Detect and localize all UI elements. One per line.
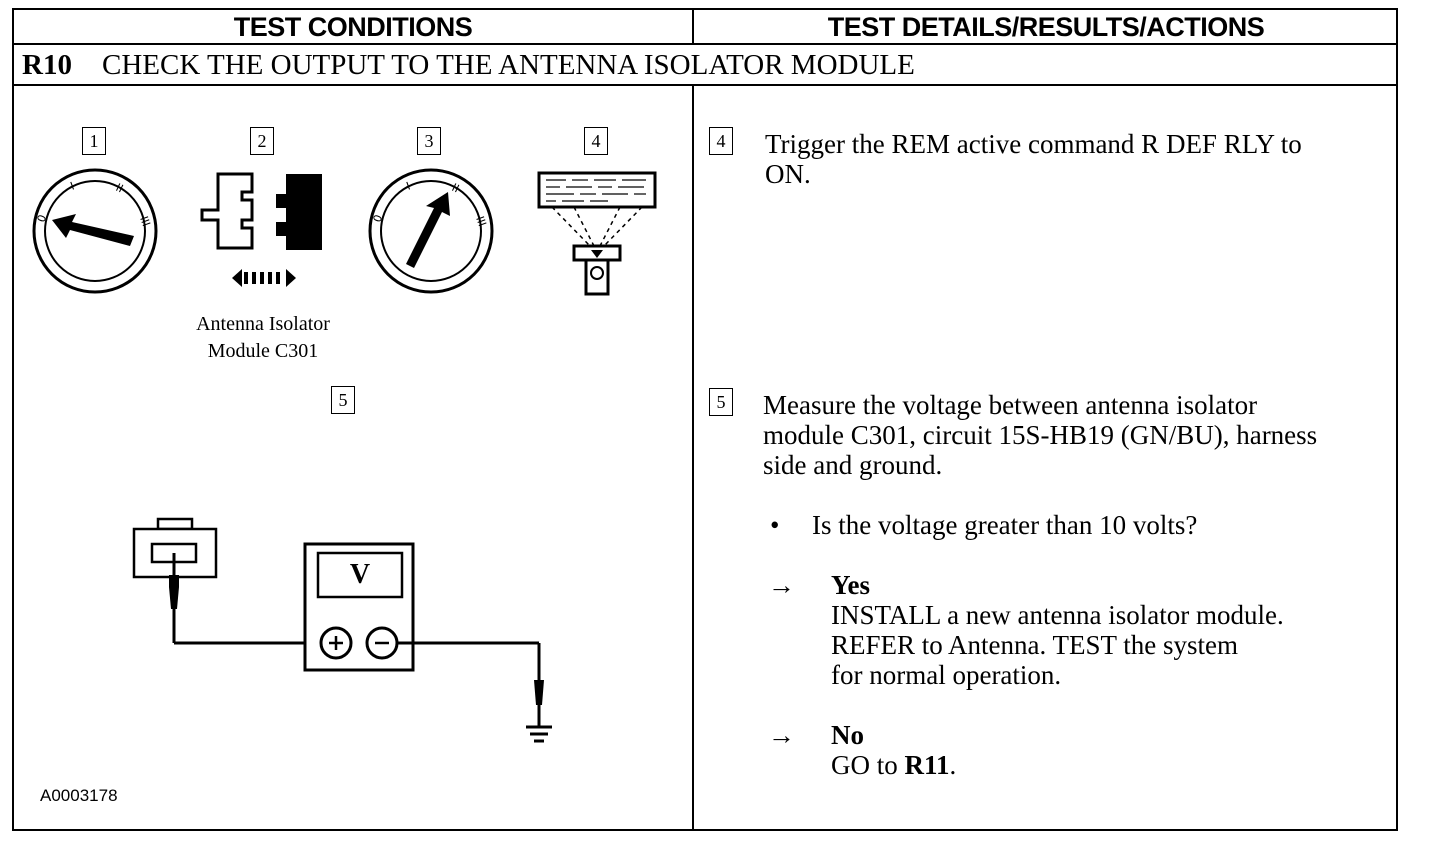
voltmeter-schematic (132, 517, 552, 743)
voltmeter-display-label: V (349, 559, 371, 590)
antenna-isolator-connector-icon (200, 172, 322, 287)
svg-text:II: II (450, 181, 461, 196)
svg-text:II: II (114, 181, 125, 196)
header-divider (692, 8, 694, 44)
caption-line-1: Antenna Isolator (196, 313, 330, 335)
bullet-icon: • (770, 510, 780, 540)
figure-step-5: 5 (331, 386, 355, 414)
header-rule (12, 43, 1398, 45)
scan-tool-icon (537, 171, 657, 296)
svg-text:III: III (473, 215, 489, 229)
header-test-conditions: TEST CONDITIONS (233, 12, 473, 42)
no-action-target-link[interactable]: R11 (904, 750, 950, 780)
figure-id: A0003178 (40, 786, 118, 805)
step-title: CHECK THE OUTPUT TO THE ANTENNA ISOLATOR… (102, 49, 915, 81)
question-text: Is the voltage greater than 10 volts? (812, 510, 1198, 540)
header-test-details: TEST DETAILS/RESULTS/ACTIONS (827, 12, 1265, 42)
step-4-line-2: ON. (765, 159, 811, 189)
figure-step-4: 4 (584, 127, 608, 155)
svg-text:0: 0 (35, 213, 50, 224)
figure-step-1: 1 (82, 127, 106, 155)
no-action-suffix: . (949, 750, 957, 780)
step-title-row: R10 CHECK THE OUTPUT TO THE ANTENNA ISOLA… (22, 47, 915, 83)
no-action: GO to R11. (831, 750, 956, 780)
yes-action-line-1: INSTALL a new antenna isolator module. (831, 600, 1284, 630)
svg-text:I: I (69, 179, 77, 192)
arrow-right-icon: → (768, 570, 795, 600)
figure-step-2: 2 (250, 127, 274, 155)
figure-step-3: 3 (417, 127, 441, 155)
arrow-right-icon: → (768, 720, 795, 750)
no-action-prefix: GO to (831, 750, 905, 780)
table-frame (12, 8, 1398, 831)
detail-step-4-box: 4 (709, 127, 733, 155)
step-id: R10 (22, 49, 72, 81)
yes-action-line-2: REFER to Antenna. TEST the system (831, 630, 1239, 660)
ignition-switch-off-icon: 0 I II III (32, 168, 158, 294)
svg-text:I: I (405, 179, 413, 192)
svg-text:III: III (137, 215, 153, 229)
column-divider (692, 84, 694, 831)
ignition-switch-run-icon: 0 I II III (368, 168, 494, 294)
caption-line-2: Module C301 (207, 340, 319, 362)
step-5-line-2: module C301, circuit 15S-HB19 (GN/BU), h… (763, 420, 1318, 450)
title-rule (12, 84, 1398, 86)
detail-step-5-box: 5 (709, 388, 733, 416)
yes-action-line-3: for normal operation. (831, 660, 1062, 690)
no-label: No (831, 720, 864, 750)
step-4-line-1: Trigger the REM active command R DEF RLY… (765, 129, 1302, 159)
svg-text:0: 0 (371, 213, 386, 224)
step-5-line-3: side and ground. (763, 450, 943, 480)
yes-label: Yes (831, 570, 870, 600)
step-5-line-1: Measure the voltage between antenna isol… (763, 390, 1258, 420)
